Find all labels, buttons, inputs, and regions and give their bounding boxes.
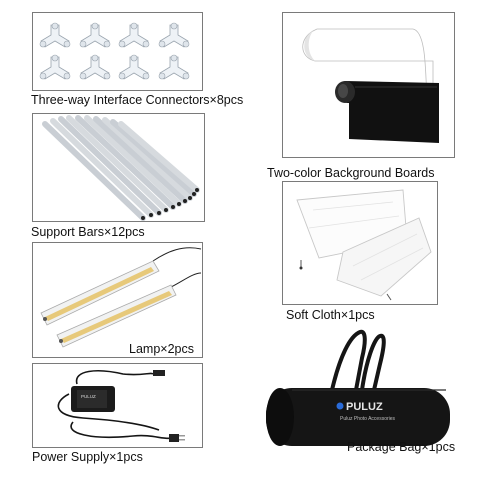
cloth-label: Soft Cloth×1pcs (286, 308, 375, 322)
carry-bag-icon: PULUZ Puluz Photo Accessories (266, 329, 450, 446)
support-bar-icon (42, 115, 200, 221)
lamp-label: Lamp×2pcs (129, 342, 194, 356)
power-adapter-icon: PULUZ (57, 370, 185, 442)
three-way-connector-icon (39, 22, 190, 80)
soft-cloth-icon (296, 189, 432, 301)
adapter-brand: PULUZ (81, 394, 96, 399)
bars-panel (32, 113, 205, 222)
background-board-icon (302, 28, 439, 143)
boards-label: Two-color Background Boards (267, 166, 435, 180)
power-panel: PULUZ (32, 363, 203, 448)
bag-panel: PULUZ Puluz Photo Accessories (262, 328, 462, 456)
bag-label: Package Bag×1pcs (347, 440, 456, 454)
cloth-panel (282, 181, 438, 305)
bars-label: Support Bars×12pcs (31, 225, 145, 239)
power-label: Power Supply×1pcs (32, 450, 143, 464)
boards-panel (282, 12, 455, 158)
connectors-label: Three-way Interface Connectors×8pcs (31, 93, 244, 107)
lamp-panel (32, 242, 203, 358)
bag-brand: PULUZ (346, 401, 383, 413)
bag-subtitle: Puluz Photo Accessories (340, 416, 396, 422)
led-lamp-strip-icon (40, 247, 202, 348)
connectors-panel (32, 12, 203, 91)
